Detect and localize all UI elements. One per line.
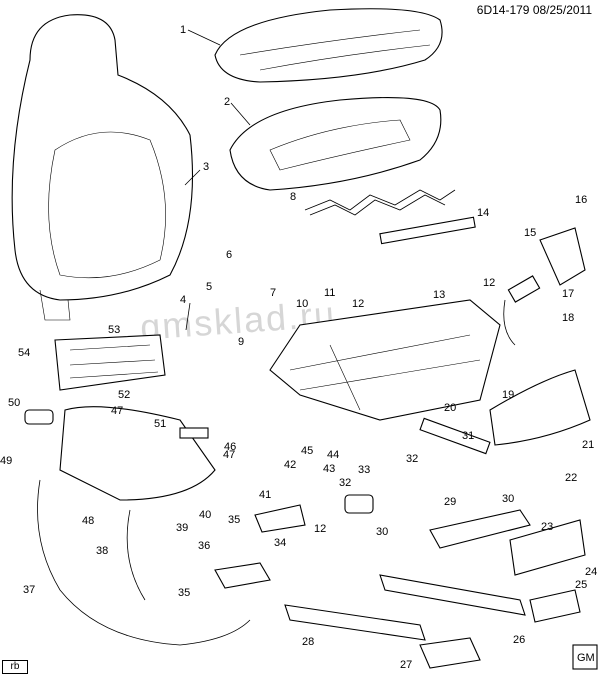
callout-label: 31 bbox=[462, 430, 474, 442]
callout-label: 19 bbox=[502, 389, 514, 401]
callout-label: 23 bbox=[541, 521, 553, 533]
callout-label: 30 bbox=[502, 493, 514, 505]
callout-label: 24 bbox=[585, 566, 597, 578]
callout-label: 47 bbox=[223, 449, 235, 461]
callout-label: 43 bbox=[323, 463, 335, 475]
side-panel bbox=[489, 369, 591, 446]
callout-label: 1 bbox=[180, 24, 186, 36]
callout-label: 2 bbox=[224, 96, 230, 108]
logo-text: GM bbox=[577, 652, 595, 664]
callout-label: 32 bbox=[406, 453, 418, 465]
lumbar-support bbox=[54, 334, 166, 391]
callout-label: 25 bbox=[575, 579, 587, 591]
track-cover bbox=[419, 637, 481, 669]
callout-label: 36 bbox=[198, 540, 210, 552]
callout-label: 42 bbox=[284, 459, 296, 471]
callout-label: 45 bbox=[301, 445, 313, 457]
doc-date: 08/25/2011 bbox=[532, 3, 592, 17]
callout-label: 20 bbox=[444, 402, 456, 414]
callout-label: 50 bbox=[8, 397, 20, 409]
trim-bar bbox=[379, 216, 476, 245]
callout-label: 30 bbox=[376, 526, 388, 538]
callout-labels: 1 2 3 4 5 6 7 8 9 10 11 12 12 12 13 14 1… bbox=[0, 24, 597, 671]
callout-label: 26 bbox=[513, 634, 525, 646]
callout-label: 8 bbox=[290, 191, 296, 203]
rail-end-cover bbox=[529, 589, 581, 623]
callout-label: 35 bbox=[228, 514, 240, 526]
callout-label: 21 bbox=[582, 439, 594, 451]
seat-back-cover bbox=[11, 14, 194, 321]
callout-label: 9 bbox=[238, 336, 244, 348]
doc-id: 6D14-179 bbox=[476, 3, 530, 17]
callout-label: 15 bbox=[524, 227, 536, 239]
heater-grid bbox=[304, 189, 456, 216]
track-motor bbox=[419, 417, 491, 455]
callout-label: 10 bbox=[296, 298, 308, 310]
callout-label: 18 bbox=[562, 312, 574, 324]
height-adjuster bbox=[429, 509, 531, 549]
gm-logo bbox=[572, 644, 598, 670]
callout-label: 14 bbox=[477, 207, 489, 219]
callout-label: 39 bbox=[176, 522, 188, 534]
callout-label: 38 bbox=[96, 545, 108, 557]
pad bbox=[24, 409, 54, 425]
callout-label: 29 bbox=[444, 496, 456, 508]
seat-cushion-cover bbox=[214, 8, 443, 83]
callout-label: 37 bbox=[23, 584, 35, 596]
callout-label: 28 bbox=[302, 636, 314, 648]
callout-label: 52 bbox=[118, 389, 130, 401]
callout-label: 16 bbox=[575, 194, 587, 206]
callout-label: 7 bbox=[270, 287, 276, 299]
seat-switch bbox=[179, 427, 209, 439]
callout-label: 40 bbox=[199, 509, 211, 521]
callout-label: 53 bbox=[108, 324, 120, 336]
callout-label: 5 bbox=[206, 281, 212, 293]
side-cover bbox=[539, 227, 586, 286]
callout-label: 32 bbox=[339, 477, 351, 489]
callout-label: 47 bbox=[111, 405, 123, 417]
seat-tracks bbox=[284, 574, 526, 641]
callout-label: 49 bbox=[0, 455, 12, 467]
callout-label: 11 bbox=[324, 287, 335, 299]
callout-label: 44 bbox=[327, 449, 339, 461]
callout-label: 35 bbox=[178, 587, 190, 599]
callout-label: 34 bbox=[274, 537, 286, 549]
callout-label: 54 bbox=[18, 347, 30, 359]
bracket-34 bbox=[254, 504, 306, 533]
seat-cushion-pad bbox=[229, 97, 442, 191]
lower-trim-panel bbox=[59, 406, 216, 501]
wiring-harness bbox=[37, 479, 251, 646]
callout-label: 12 bbox=[352, 298, 364, 310]
callout-label: 51 bbox=[154, 418, 166, 430]
callout-label: 12 bbox=[483, 277, 495, 289]
rail-trim bbox=[509, 519, 586, 576]
seat-belt-buckle bbox=[503, 275, 541, 346]
callout-label: 4 bbox=[180, 294, 186, 306]
adjuster-motor bbox=[344, 494, 374, 514]
seat-frame bbox=[269, 299, 501, 421]
callout-label: 33 bbox=[358, 464, 370, 476]
diagram-header: 6D14-179 08/25/2011 bbox=[477, 3, 592, 17]
callout-label: 27 bbox=[400, 659, 412, 671]
callout-label: 12 bbox=[314, 523, 326, 535]
bracket-36 bbox=[214, 562, 271, 589]
callout-label: 46 bbox=[224, 441, 236, 453]
callout-label: 3 bbox=[203, 161, 209, 173]
callout-label: 17 bbox=[562, 288, 574, 300]
callout-label: 13 bbox=[433, 289, 445, 301]
harness-branch bbox=[126, 509, 146, 601]
callout-label: 6 bbox=[226, 249, 232, 261]
callout-label: 22 bbox=[565, 472, 577, 484]
callout-label: 41 bbox=[259, 489, 271, 501]
callout-label: 48 bbox=[82, 515, 94, 527]
